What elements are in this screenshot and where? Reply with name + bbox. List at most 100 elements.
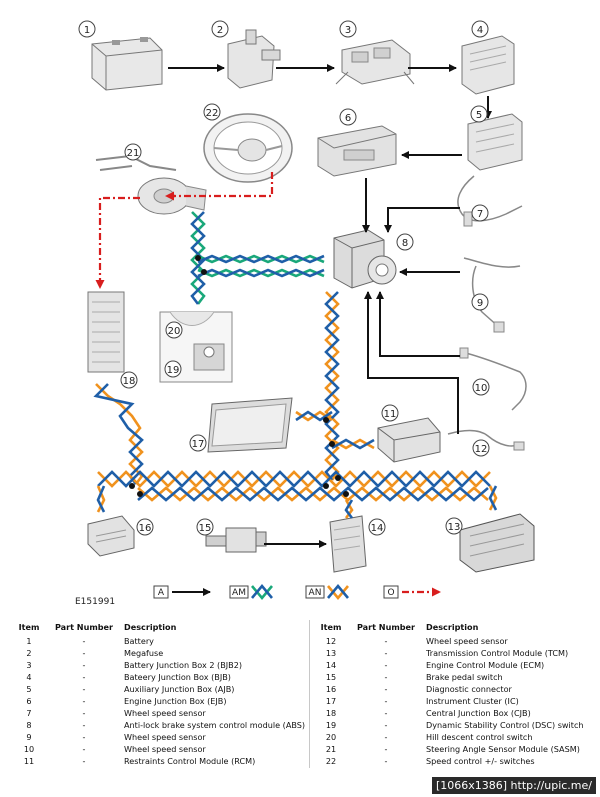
callout-16: 16 (136, 518, 154, 536)
svg-text:6: 6 (345, 113, 351, 124)
part-number-cell: - (384, 720, 388, 730)
ajb-component (467, 113, 523, 171)
svg-text:3: 3 (345, 25, 351, 36)
table-row: 1 - Battery (12, 636, 304, 648)
svg-text:11: 11 (384, 409, 397, 420)
brake-pedal-switch-component (205, 527, 267, 553)
tcm-component (459, 513, 535, 573)
description-cell: Transmission Control Module (TCM) (426, 648, 569, 658)
instrument-cluster-component (207, 397, 293, 453)
item-cell: 20 (325, 732, 337, 742)
description-cell: Wheel speed sensor (124, 744, 206, 754)
item-cell: 13 (325, 648, 337, 658)
svg-text:9: 9 (477, 298, 483, 309)
callout-11: 11 (381, 404, 399, 422)
item-cell: 15 (325, 672, 337, 682)
description-cell: Battery (124, 636, 154, 646)
description-cell: Bateery Junction Box (BJB) (124, 672, 231, 682)
description-cell: Steering Angle Sensor Module (SASM) (426, 744, 580, 754)
svg-text:16: 16 (139, 523, 152, 534)
part-number-cell: - (82, 684, 86, 694)
callout-2: 2 (211, 20, 229, 38)
callout-19: 19 (164, 360, 182, 378)
sasm-component (95, 154, 207, 215)
svg-text:7: 7 (477, 209, 483, 220)
part-number-cell: - (384, 756, 388, 766)
cjb-component (87, 291, 125, 373)
callout-5: 5 (470, 105, 488, 123)
item-cell: 22 (325, 756, 337, 766)
callout-9: 9 (471, 293, 489, 311)
svg-text:1: 1 (84, 25, 90, 36)
figure-id: E151991 (75, 597, 115, 607)
wheel-speed-sensor-12 (447, 429, 525, 451)
part-number-cell: - (82, 732, 86, 742)
callout-18: 18 (120, 371, 138, 389)
key-table-right: Item Part Number Description 12-Wheel sp… (314, 618, 598, 774)
callout-17: 17 (189, 434, 207, 452)
svg-text:O: O (387, 588, 394, 598)
item-cell: 4 (26, 672, 32, 682)
description-cell: Battery Junction Box 2 (BJB2) (124, 660, 242, 670)
svg-text:10: 10 (475, 383, 488, 394)
description-cell: Speed control +/- switches (426, 756, 535, 766)
description-cell: Engine Junction Box (EJB) (124, 696, 227, 706)
legend-a: A (153, 585, 211, 599)
svg-text:12: 12 (475, 444, 488, 455)
description-cell: Brake pedal switch (426, 672, 503, 682)
svg-text:15: 15 (199, 523, 212, 534)
svg-text:19: 19 (167, 365, 180, 376)
bjb2-component (335, 39, 415, 85)
svg-text:22: 22 (206, 108, 219, 119)
description-cell: Restraints Control Module (RCM) (124, 756, 256, 766)
description-cell: Instrument Cluster (IC) (426, 696, 519, 706)
callout-12: 12 (472, 439, 490, 457)
description-cell: Hill descent control switch (426, 732, 533, 742)
item-cell: 10 (23, 744, 35, 754)
description-cell: Diagnostic connector (426, 684, 512, 694)
callout-1: 1 (78, 20, 96, 38)
part-number-cell: - (384, 672, 388, 682)
part-number-cell: - (384, 648, 388, 658)
svg-text:13: 13 (448, 522, 461, 533)
diagnostic-connector-component (87, 515, 135, 557)
table-row: 19-Dynamic Stability Control (DSC) switc… (314, 720, 598, 732)
ecm-component (329, 515, 367, 573)
part-number-cell: - (82, 696, 86, 706)
part-number-cell: - (384, 636, 388, 646)
table-row: 3-Battery Junction Box 2 (BJB2) (12, 660, 304, 672)
part-number-cell: - (82, 744, 86, 754)
header-item: Item (320, 622, 342, 632)
svg-text:AM: AM (232, 588, 246, 598)
svg-text:5: 5 (476, 110, 482, 121)
part-number-cell: - (82, 720, 86, 730)
steering-wheel-component (203, 113, 293, 183)
ejb-component (317, 125, 397, 177)
header-description: Description (124, 622, 177, 632)
table-row: 17-Instrument Cluster (IC) (314, 696, 598, 708)
callout-3: 3 (339, 20, 357, 38)
item-cell: 2 (26, 648, 32, 658)
part-number-cell: - (384, 744, 388, 754)
table-row: 14-Engine Control Module (ECM) (314, 660, 598, 672)
table-row: 8-Anti-lock brake system control module … (12, 720, 305, 732)
svg-text:18: 18 (123, 376, 136, 387)
table-row: 21-Steering Angle Sensor Module (SASM) (314, 744, 598, 756)
megafuse-component (227, 29, 281, 89)
callout-4: 4 (471, 20, 489, 38)
part-number-cell: - (384, 708, 388, 718)
part-number-cell: - (82, 636, 86, 646)
watermark: [1066x1386] http://upic.me/ (431, 777, 596, 794)
system-diagram: 1 2 3 4 5 6 7 8 9 10 11 12 13 14 15 16 1… (75, 20, 535, 607)
part-number-cell: - (82, 708, 86, 718)
item-cell: 16 (325, 684, 337, 694)
item-cell: 1 (26, 636, 32, 646)
an-twisted-pair (93, 291, 498, 519)
item-cell: 19 (325, 720, 337, 730)
legend-an: AN (305, 583, 349, 601)
callout-20: 20 (165, 321, 183, 339)
table-row: 6-Engine Junction Box (EJB) (12, 696, 304, 708)
part-number-cell: - (82, 672, 86, 682)
item-cell: 7 (26, 708, 32, 718)
